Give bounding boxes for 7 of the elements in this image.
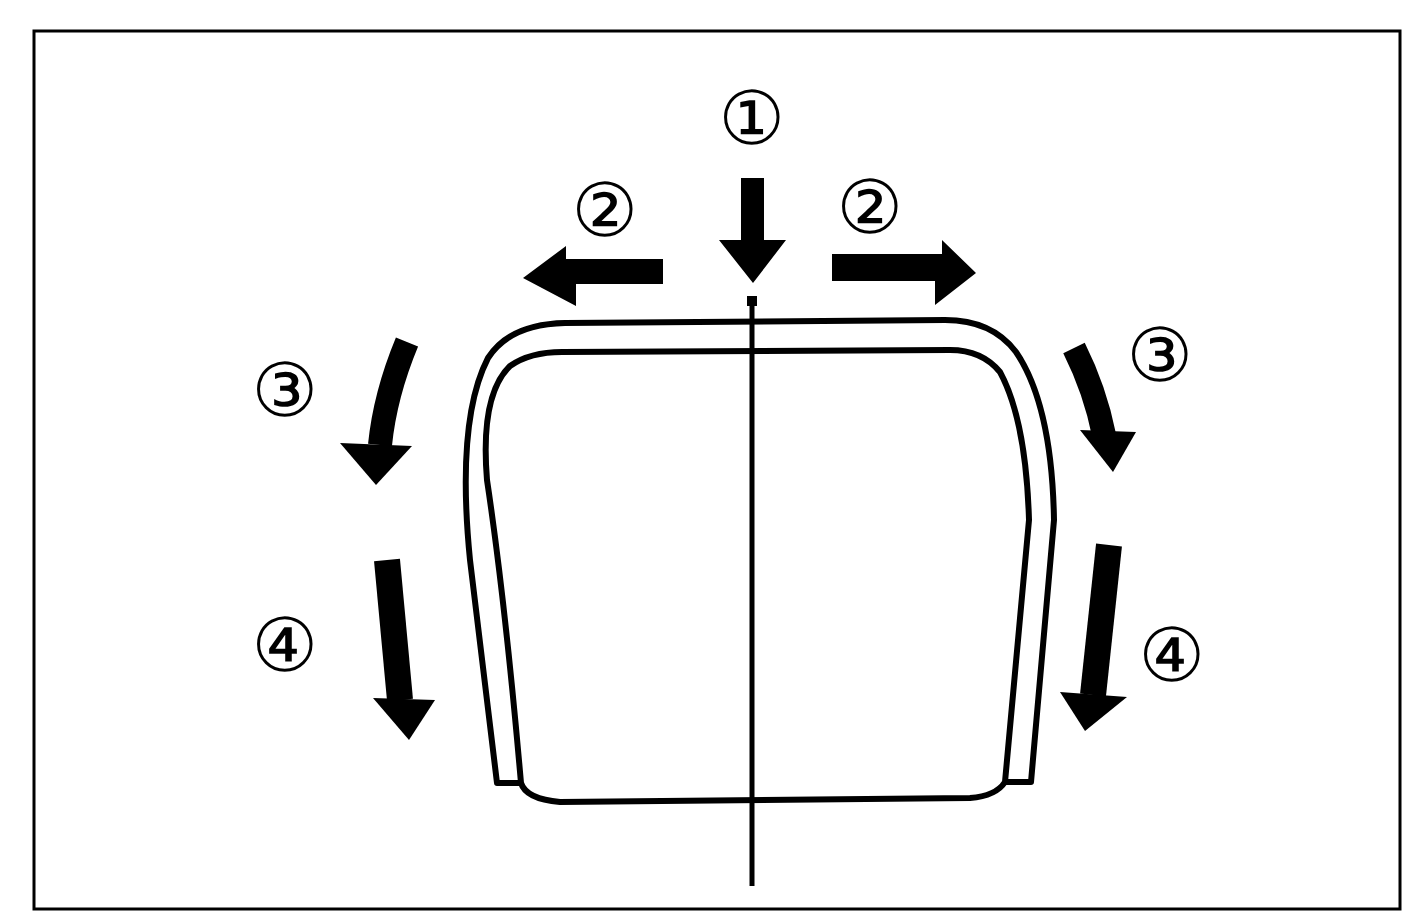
- callout-number: ②: [836, 170, 904, 244]
- callout-number: ①: [718, 81, 786, 155]
- callout-number: ④: [251, 608, 319, 682]
- callout-number: ③: [251, 353, 319, 427]
- callout-number: ③: [1126, 318, 1194, 392]
- callout-number: ④: [1138, 618, 1206, 692]
- callout-number: ②: [571, 173, 639, 247]
